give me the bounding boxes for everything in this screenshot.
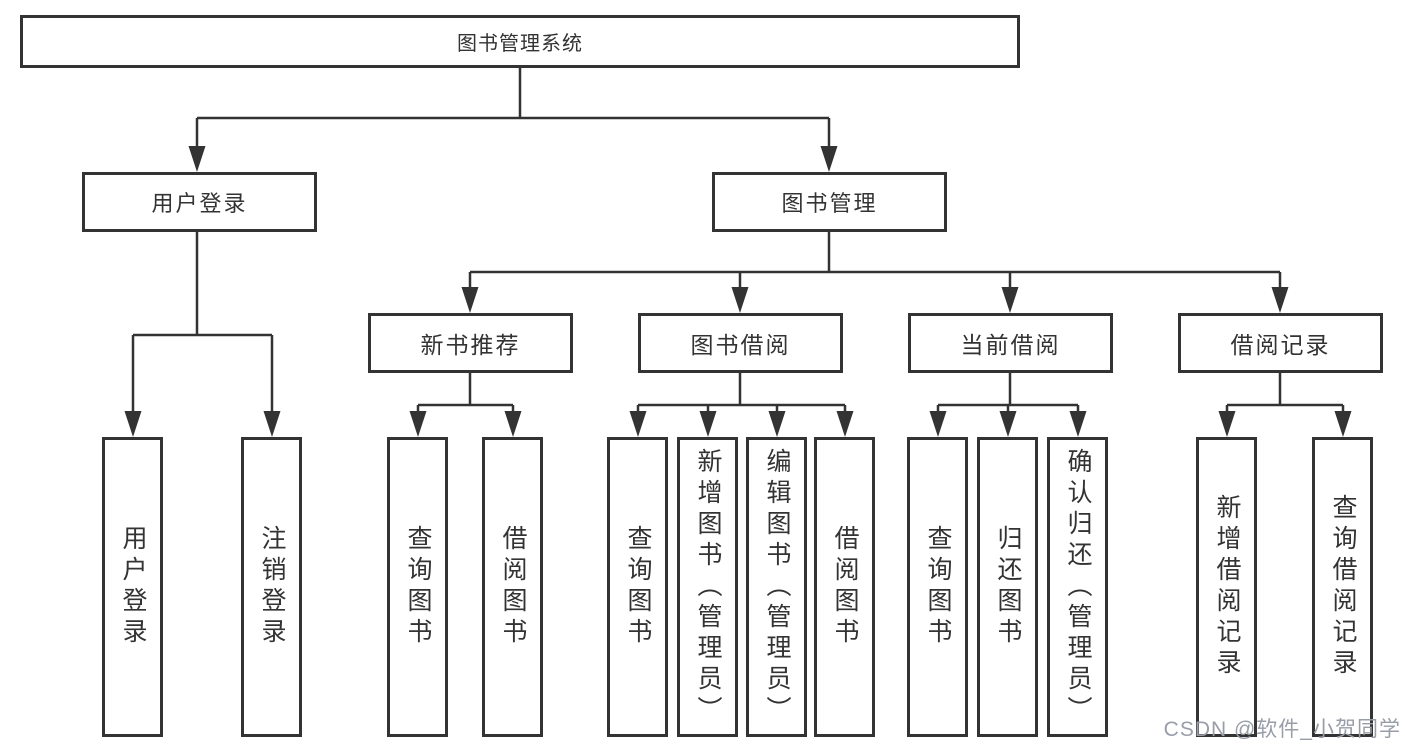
node-book-borrowing-label: 图书借阅 (690, 332, 791, 358)
node-book-management: 图书管理 (712, 172, 947, 232)
leaf-bb-edit-books-admin: 编辑图书（管理员） (746, 437, 807, 737)
leaf-bb-add-books-admin-label: 新增图书（管理员） (694, 447, 722, 727)
leaf-logout: 注销登录 (241, 437, 302, 737)
leaf-br-query-record-label: 查询借阅记录 (1329, 494, 1357, 680)
node-new-book-recommend-label: 新书推荐 (420, 332, 521, 358)
leaf-user-login-label: 用户登录 (119, 525, 147, 649)
leaf-cb-return-books-label: 归还图书 (994, 525, 1022, 649)
leaf-bb-query-books-label: 查询图书 (624, 525, 652, 649)
leaf-nb-borrow-books-label: 借阅图书 (499, 525, 527, 649)
node-user-login: 用户登录 (82, 172, 317, 232)
leaf-logout-label: 注销登录 (258, 525, 286, 649)
node-current-borrowing: 当前借阅 (908, 313, 1113, 373)
node-current-borrowing-label: 当前借阅 (960, 332, 1061, 358)
leaf-bb-borrow-books-label: 借阅图书 (831, 525, 859, 649)
leaf-nb-query-books-label: 查询图书 (404, 525, 432, 649)
leaf-br-add-record: 新增借阅记录 (1196, 437, 1257, 737)
node-borrowing-records-label: 借阅记录 (1230, 332, 1331, 358)
node-root: 图书管理系统 (20, 15, 1020, 68)
node-root-label: 图书管理系统 (457, 33, 583, 55)
node-book-borrowing: 图书借阅 (638, 313, 843, 373)
node-book-management-label: 图书管理 (781, 191, 878, 216)
node-new-book-recommend: 新书推荐 (368, 313, 573, 373)
leaf-nb-borrow-books: 借阅图书 (482, 437, 543, 737)
csdn-watermark: CSDN @软件_小贺同学 (1163, 718, 1401, 741)
leaf-cb-confirm-return-admin: 确认归还（管理员） (1047, 437, 1108, 737)
leaf-cb-return-books: 归还图书 (977, 437, 1038, 737)
leaf-user-login: 用户登录 (102, 437, 163, 737)
leaf-br-add-record-label: 新增借阅记录 (1213, 494, 1241, 680)
leaf-br-query-record: 查询借阅记录 (1312, 437, 1373, 737)
leaf-nb-query-books: 查询图书 (387, 437, 448, 737)
connector-arrowheads (124, 146, 1352, 437)
leaf-bb-borrow-books: 借阅图书 (814, 437, 875, 737)
node-borrowing-records: 借阅记录 (1178, 313, 1383, 373)
leaf-cb-confirm-return-admin-label: 确认归还（管理员） (1064, 447, 1092, 727)
leaf-bb-add-books-admin: 新增图书（管理员） (677, 437, 738, 737)
leaf-bb-query-books: 查询图书 (607, 437, 668, 737)
node-user-login-label: 用户登录 (151, 191, 248, 216)
connector-lines (131, 68, 1345, 413)
leaf-cb-query-books: 查询图书 (907, 437, 968, 737)
leaf-bb-edit-books-admin-label: 编辑图书（管理员） (763, 447, 791, 727)
leaf-cb-query-books-label: 查询图书 (924, 525, 952, 649)
